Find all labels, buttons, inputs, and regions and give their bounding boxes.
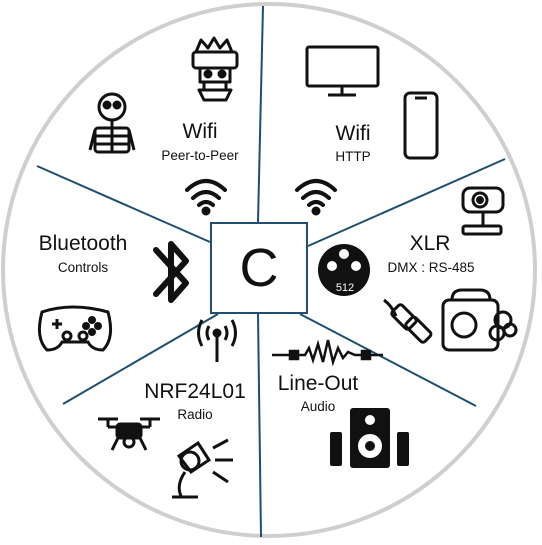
lineout-title: Line-Out: [277, 372, 359, 395]
wifi-http-subtitle: HTTP: [335, 149, 371, 164]
drone-icon: [98, 417, 160, 451]
nrf-subtitle: Radio: [177, 407, 213, 422]
divider-top: [257, 5, 264, 223]
wifi-http-title: Wifi: [335, 122, 371, 145]
fog-machine-icon: [441, 288, 518, 352]
bluetooth-title: Bluetooth: [38, 232, 128, 255]
lineout-subtitle: Audio: [300, 399, 336, 414]
divider-upper-left: [36, 165, 211, 243]
divider-bottom: [257, 313, 262, 538]
ptz-camera-icon: [461, 186, 505, 236]
spotlight-icon: [172, 438, 233, 499]
bluetooth-subtitle: Controls: [57, 260, 109, 275]
audio-cable-icon: [272, 339, 383, 367]
xlr-title: XLR: [409, 232, 451, 255]
wifi-p2p-subtitle: Peer-to-Peer: [161, 148, 239, 163]
bluetooth-icon: [153, 241, 189, 303]
xlr-subtitle: DMX : RS-485: [387, 260, 475, 275]
xlr-connector-icon: 512: [318, 244, 370, 296]
speaker-icon: [330, 408, 409, 468]
antenna-icon: [197, 319, 237, 362]
divider-lower-left: [62, 313, 219, 405]
gamepad-icon: [37, 305, 113, 352]
tiki-mask-icon: [191, 36, 239, 102]
nrf-title: NRF24L01: [144, 380, 246, 403]
xlr-badge-text: 512: [336, 282, 354, 294]
monitor-icon: [305, 45, 380, 97]
wifi-p2p-title: Wifi: [182, 120, 218, 143]
xlr-cable-icon: [383, 298, 433, 344]
divider-lower-right: [299, 313, 477, 407]
skeleton-icon: [88, 92, 136, 154]
center-controller-box: C: [210, 222, 308, 314]
wifi-icon-http: [295, 179, 337, 216]
divider-upper-right: [307, 158, 506, 247]
wifi-icon-p2p: [185, 179, 227, 216]
center-label: C: [239, 238, 279, 298]
smartphone-icon: [403, 91, 439, 160]
sector-dividers: [36, 5, 506, 538]
